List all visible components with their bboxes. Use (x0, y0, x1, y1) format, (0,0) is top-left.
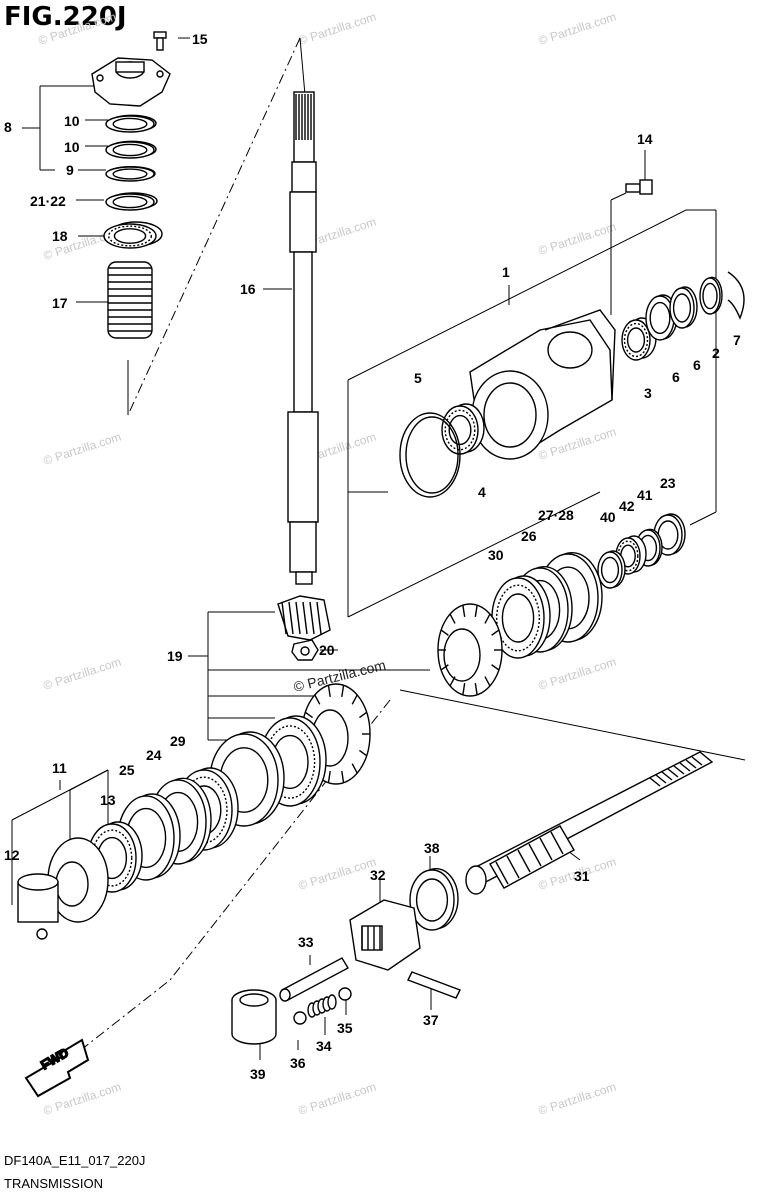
callout-label: 32 (370, 867, 386, 883)
bearing-housing-part-8 (91, 57, 171, 107)
shim-part-6b (669, 286, 698, 329)
callout-label: 15 (192, 31, 208, 47)
callout-label: 1 (502, 264, 510, 280)
boot-part-17 (107, 261, 153, 339)
watermark-text: © Partzilla.com (537, 10, 618, 48)
callout-label: 34 (316, 1038, 332, 1054)
callout-label: 8 (4, 119, 12, 135)
bearing-housing-part-1 (469, 309, 616, 460)
diagram-code: DF140A_E11_017_220J (4, 1153, 146, 1168)
o-ring-part-9 (105, 165, 156, 182)
watermark-text: © Partzilla.com (537, 655, 618, 693)
clutch-dog-part-32 (349, 899, 421, 971)
race-part-40 (597, 550, 626, 589)
watermark-text: © Partzilla.com (537, 220, 618, 258)
push-rod-part-33 (279, 957, 349, 1002)
nut-part-20 (291, 639, 319, 661)
pinion-gear-part-19 (277, 595, 331, 641)
callout-label: 39 (250, 1066, 266, 1082)
spring-part-34 (307, 994, 337, 1018)
callout-label: 37 (423, 1012, 439, 1028)
shim-part-21-22 (105, 192, 158, 211)
sleeve-part-39 (231, 989, 277, 1045)
watermark-text: © Partzilla.com (297, 855, 378, 893)
callout-label: 14 (637, 131, 653, 147)
callout-label: 10 (64, 139, 80, 155)
seal-part-10a (105, 114, 157, 133)
callout-label: 16 (240, 281, 256, 297)
callout-label: 17 (52, 295, 68, 311)
ball-part-36 (293, 1011, 307, 1025)
fwd-arrow-icon: FWD (24, 1038, 90, 1098)
callout-label: 18 (52, 228, 68, 244)
callout-label: 13 (100, 792, 116, 808)
bearing-housing-part-11 (17, 837, 109, 940)
callout-label: 25 (119, 762, 135, 778)
callout-label: 33 (298, 934, 314, 950)
callout-label: 10 (64, 113, 80, 129)
shim-part-6a (645, 294, 678, 341)
callout-label: 26 (521, 528, 537, 544)
snap-ring-part-7 (727, 271, 745, 320)
seal-part-10b (105, 140, 157, 159)
callout-label: 31 (574, 868, 590, 884)
watermark-text: © Partzilla.com (297, 1080, 378, 1118)
callout-label: 21·22 (30, 193, 66, 209)
callout-label: 3 (644, 385, 652, 401)
callout-label: 7 (733, 332, 741, 348)
o-ring-part-5 (399, 412, 461, 498)
callout-label: 42 (619, 498, 635, 514)
callout-label: 2 (712, 345, 720, 361)
callout-label: 5 (414, 370, 422, 386)
propeller-shaft-part-31 (465, 751, 714, 895)
bolt-part-14 (625, 179, 653, 195)
forward-gear-part-19 (437, 603, 503, 697)
callout-label: 41 (637, 487, 653, 503)
callout-label: 36 (290, 1055, 306, 1071)
bushing-part-38 (409, 867, 459, 931)
callout-label: 40 (600, 509, 616, 525)
needle-bearing-part-4 (441, 403, 485, 455)
parts-layer: FWD (17, 31, 745, 1098)
callout-label: 4 (478, 484, 486, 500)
callout-label: 38 (424, 840, 440, 856)
callout-label: 30 (488, 547, 504, 563)
ball-part-35 (338, 987, 352, 1001)
callout-label: 19 (167, 648, 183, 664)
race-part-2 (699, 276, 723, 315)
callout-label: 6 (693, 357, 701, 373)
callout-label: 24 (146, 747, 162, 763)
bolt-part-15 (153, 31, 167, 51)
callout-label: 6 (672, 369, 680, 385)
pin-part-37 (407, 971, 461, 999)
callout-label: 29 (170, 733, 186, 749)
watermark-text: © Partzilla.com (37, 10, 118, 48)
callout-label: 23 (660, 475, 676, 491)
watermark-text: © Partzilla.com (537, 1080, 618, 1118)
callout-label: 12 (4, 847, 20, 863)
callout-label: 20 (319, 642, 335, 658)
watermark-text: © Partzilla.com (42, 430, 123, 468)
watermark-text: © Partzilla.com (297, 10, 378, 48)
diagram-name: TRANSMISSION (4, 1176, 103, 1191)
bearing-part-18 (103, 221, 163, 249)
callout-label: 27·28 (538, 507, 574, 523)
callout-label: 35 (337, 1020, 353, 1036)
thrust-bearing-part-30 (491, 575, 551, 659)
driveshaft-part-16 (287, 91, 319, 585)
callout-label: 11 (52, 760, 67, 776)
figure-title: FIG.220J (4, 2, 127, 32)
callout-label: 9 (66, 162, 74, 178)
watermark-text: © Partzilla.com (42, 655, 123, 693)
